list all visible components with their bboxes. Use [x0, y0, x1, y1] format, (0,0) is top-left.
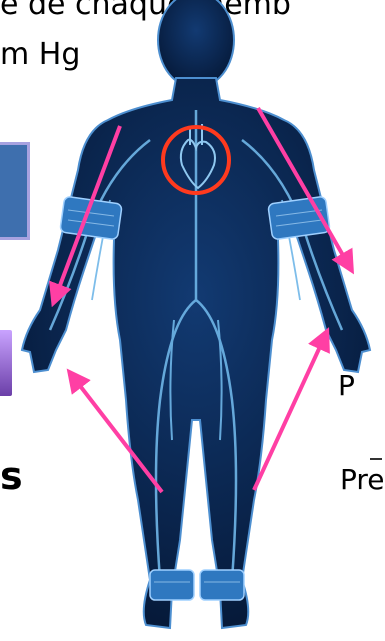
body-silhouette: [22, 0, 370, 628]
